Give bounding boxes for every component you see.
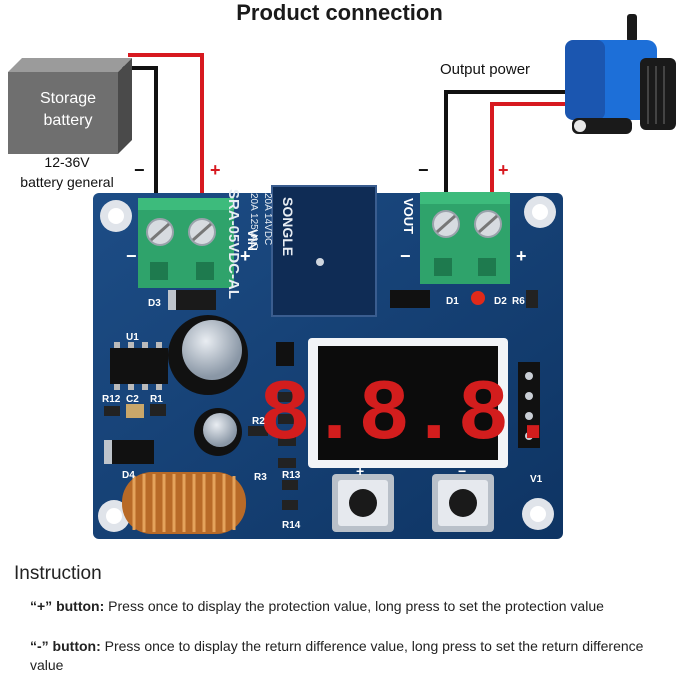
relay	[271, 185, 377, 317]
red-led	[471, 291, 485, 305]
instruction-plus: “+” button: Press once to display the pr…	[30, 598, 604, 614]
ref-d1: D1	[446, 296, 459, 307]
relay-model: SRA-05VDC-AL	[225, 189, 242, 299]
output-terminal-block	[420, 192, 510, 284]
storage-battery	[8, 58, 132, 154]
ref-r12: R12	[102, 394, 121, 405]
page-title: Product connection	[236, 0, 443, 25]
output-plus-mark: +	[498, 160, 509, 180]
pin-header	[518, 362, 540, 448]
relay-brand: SONGLE	[280, 197, 296, 256]
electrolytic-capacitor-small	[194, 408, 242, 456]
ref-r14: R14	[282, 520, 301, 531]
ref-r6: R6	[512, 296, 525, 307]
connection-diagram: VIN VOUT SONGLE 20A 14VDC 20A 125VAC SRA…	[8, 14, 676, 539]
plus-tactile-button	[332, 474, 394, 532]
battery-wires	[122, 53, 204, 200]
input-terminal-block	[138, 198, 234, 288]
pcb-board	[93, 185, 563, 539]
minus-tactile-button	[432, 474, 494, 532]
btn-plus-mark: +	[356, 463, 364, 479]
output-minus-mark: −	[418, 160, 429, 180]
relay-rating-2: 20A 125VAC	[248, 193, 259, 250]
battery-label: Storage battery	[39, 90, 97, 129]
seven-segment-display	[308, 338, 508, 468]
battery-spec: 12-36V battery general	[20, 154, 114, 190]
toroid-inductor	[122, 472, 246, 534]
battery-minus-mark: −	[134, 160, 145, 180]
ref-r3: R3	[254, 472, 267, 483]
ref-r1: R1	[150, 394, 163, 405]
battery-plus-mark: +	[210, 160, 221, 180]
relay-rating-1: 20A 14VDC	[262, 193, 273, 245]
water-pump-image	[565, 14, 676, 134]
board-vin-plus: +	[240, 246, 251, 266]
instruction-title: Instruction	[14, 563, 102, 584]
ref-u1: U1	[126, 332, 139, 343]
ref-v1: V1	[530, 474, 543, 485]
btn-minus-mark: −	[458, 463, 466, 479]
display-digits: 8.8.8.	[259, 366, 557, 464]
ref-d3: D3	[148, 298, 161, 309]
ref-c2: C2	[126, 394, 139, 405]
ref-d4: D4	[122, 470, 135, 481]
vin-label: VIN	[245, 229, 260, 251]
board-vout-minus: −	[400, 246, 411, 266]
diode-d4	[104, 440, 154, 464]
ref-r2: R2	[252, 416, 265, 427]
chip-u1	[110, 342, 168, 390]
board-vout-plus: +	[516, 246, 527, 266]
ref-d2: D2	[494, 296, 507, 307]
output-wires	[444, 90, 588, 198]
output-power-label: Output power	[440, 61, 531, 78]
diode-d3	[168, 290, 216, 310]
vout-label: VOUT	[401, 198, 416, 234]
ref-r13: R13	[282, 470, 301, 481]
instruction-minus: “-” button: Press once to display the re…	[30, 638, 644, 673]
board-vin-minus: −	[126, 246, 137, 266]
electrolytic-capacitor-large	[168, 315, 248, 395]
